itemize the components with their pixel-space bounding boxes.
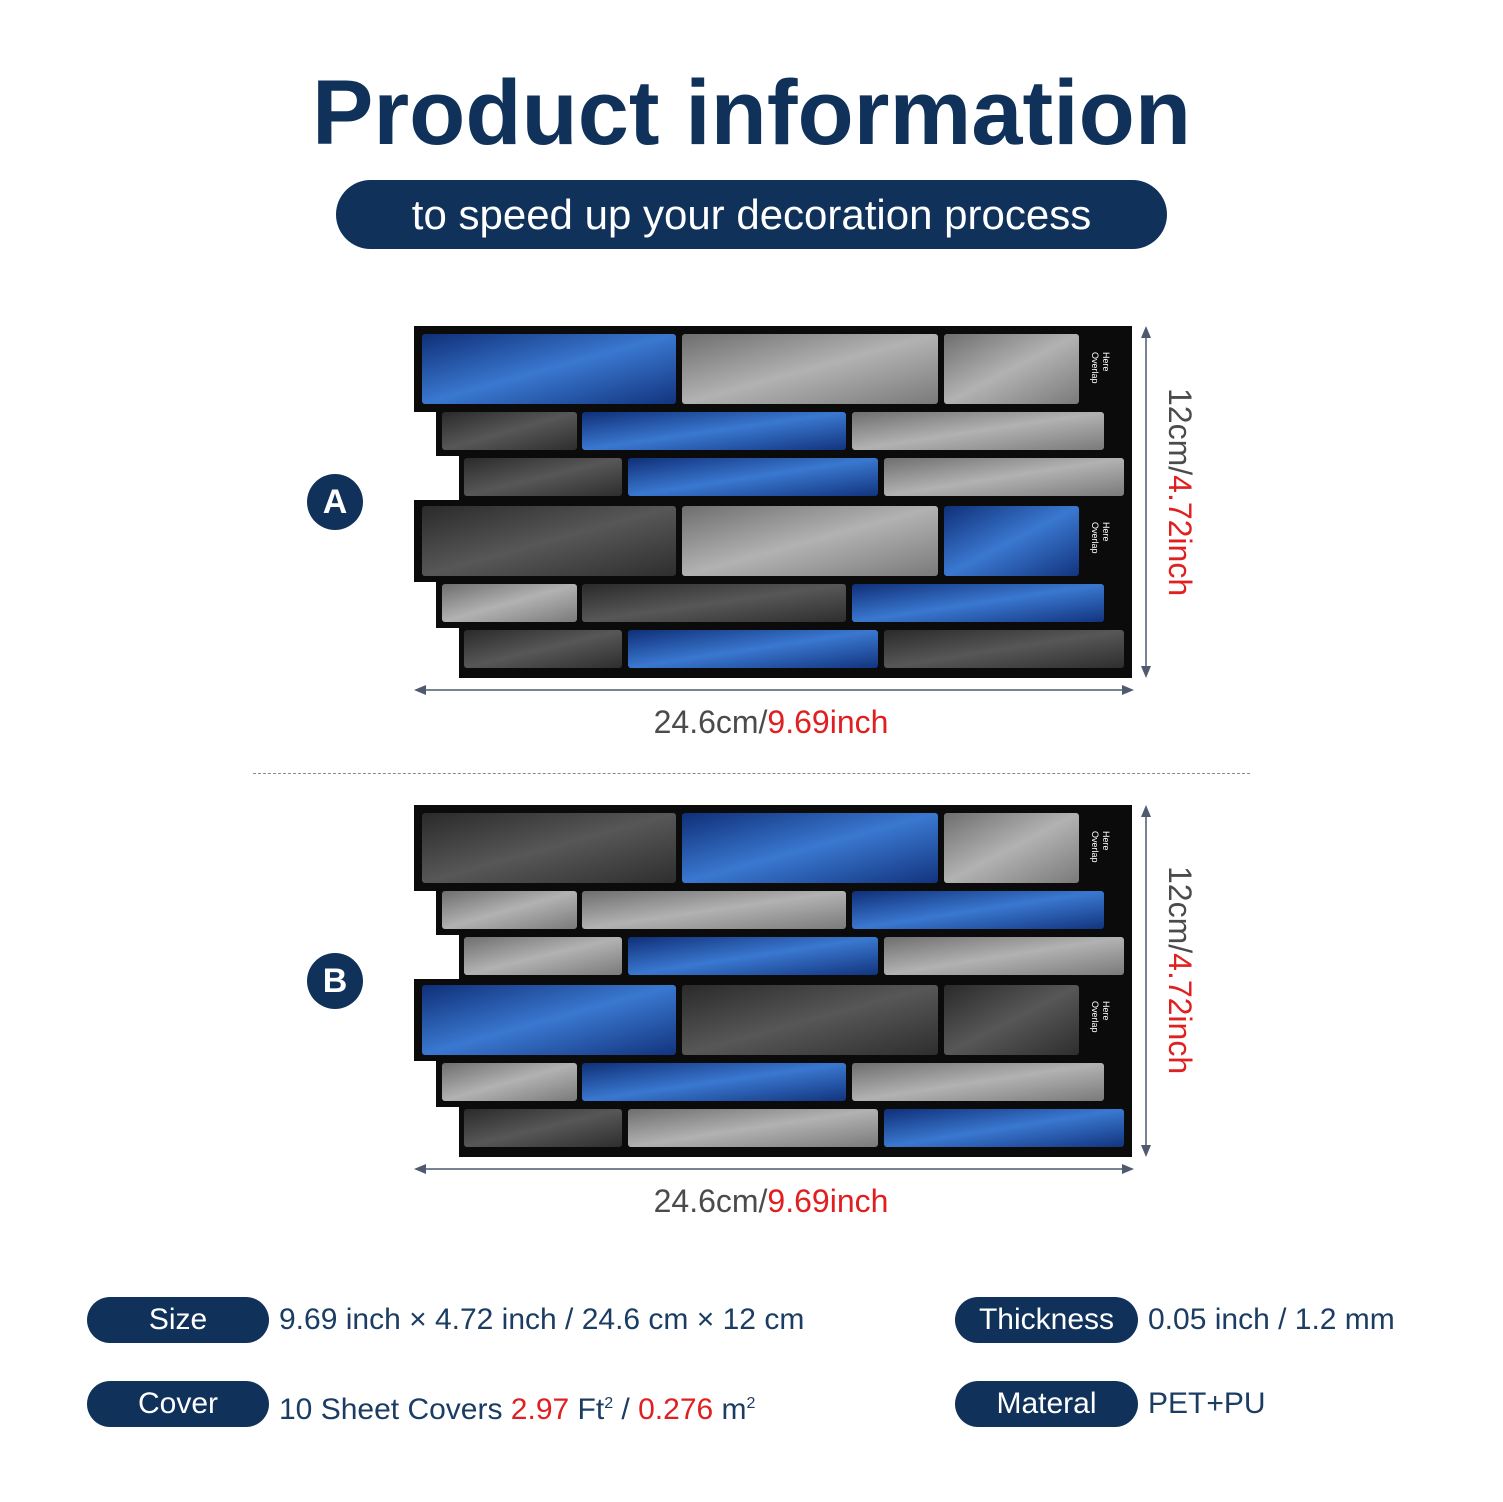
size-label-pill: Size <box>87 1297 269 1343</box>
overlap-label-b2: Overlap Here <box>1090 1001 1111 1033</box>
width-label-b: 24.6cm/9.69inch <box>653 1183 889 1219</box>
width-arrow-b <box>414 1164 1134 1174</box>
overlap-word-2: Here <box>1101 831 1111 851</box>
variant-a-badge: A <box>307 474 363 530</box>
thickness-label-pill: Thickness <box>955 1297 1138 1343</box>
width-label-a: 24.6cm/9.69inch <box>653 704 889 740</box>
overlap-word-2: Here <box>1101 1001 1111 1021</box>
overlap-label-a2: Overlap Here <box>1090 522 1111 554</box>
height-arrow-a <box>1141 326 1151 678</box>
overlap-word-1: Overlap <box>1090 522 1100 554</box>
cover-label-pill: Cover <box>87 1381 269 1427</box>
cover-value: 10 Sheet Covers 2.97 Ft2 / 0.276 m2 <box>279 1393 756 1426</box>
height-label-a: 12cm/4.72inch <box>1162 388 1198 597</box>
section-divider <box>253 773 1250 774</box>
overlap-word-2: Here <box>1101 522 1111 542</box>
overlap-word-1: Overlap <box>1090 352 1100 384</box>
material-label-pill: Materal <box>955 1381 1138 1427</box>
material-value: PET+PU <box>1148 1387 1266 1420</box>
subtitle-text: to speed up your decoration process <box>411 191 1092 238</box>
tile <box>422 334 676 404</box>
size-value: 9.69 inch × 4.72 inch / 24.6 cm × 12 cm <box>279 1303 805 1336</box>
overlap-word-1: Overlap <box>1090 831 1100 863</box>
width-arrow-a <box>414 685 1134 695</box>
overlap-label-b1: Overlap Here <box>1090 831 1111 863</box>
overlap-label-a1: Overlap Here <box>1090 352 1111 384</box>
tile-sheet-a: Overlap Here Overlap Here <box>414 326 1132 678</box>
subtitle-banner: to speed up your decoration process <box>336 180 1167 249</box>
tile-sheet-b: Overlap Here Overlap Here <box>414 805 1132 1157</box>
thickness-value: 0.05 inch / 1.2 mm <box>1148 1303 1395 1336</box>
page-title: Product information <box>311 62 1192 164</box>
overlap-word-2: Here <box>1101 352 1111 372</box>
height-label-b: 12cm/4.72inch <box>1162 866 1198 1075</box>
height-arrow-b <box>1141 805 1151 1157</box>
variant-b-badge: B <box>307 953 363 1009</box>
overlap-word-1: Overlap <box>1090 1001 1100 1033</box>
